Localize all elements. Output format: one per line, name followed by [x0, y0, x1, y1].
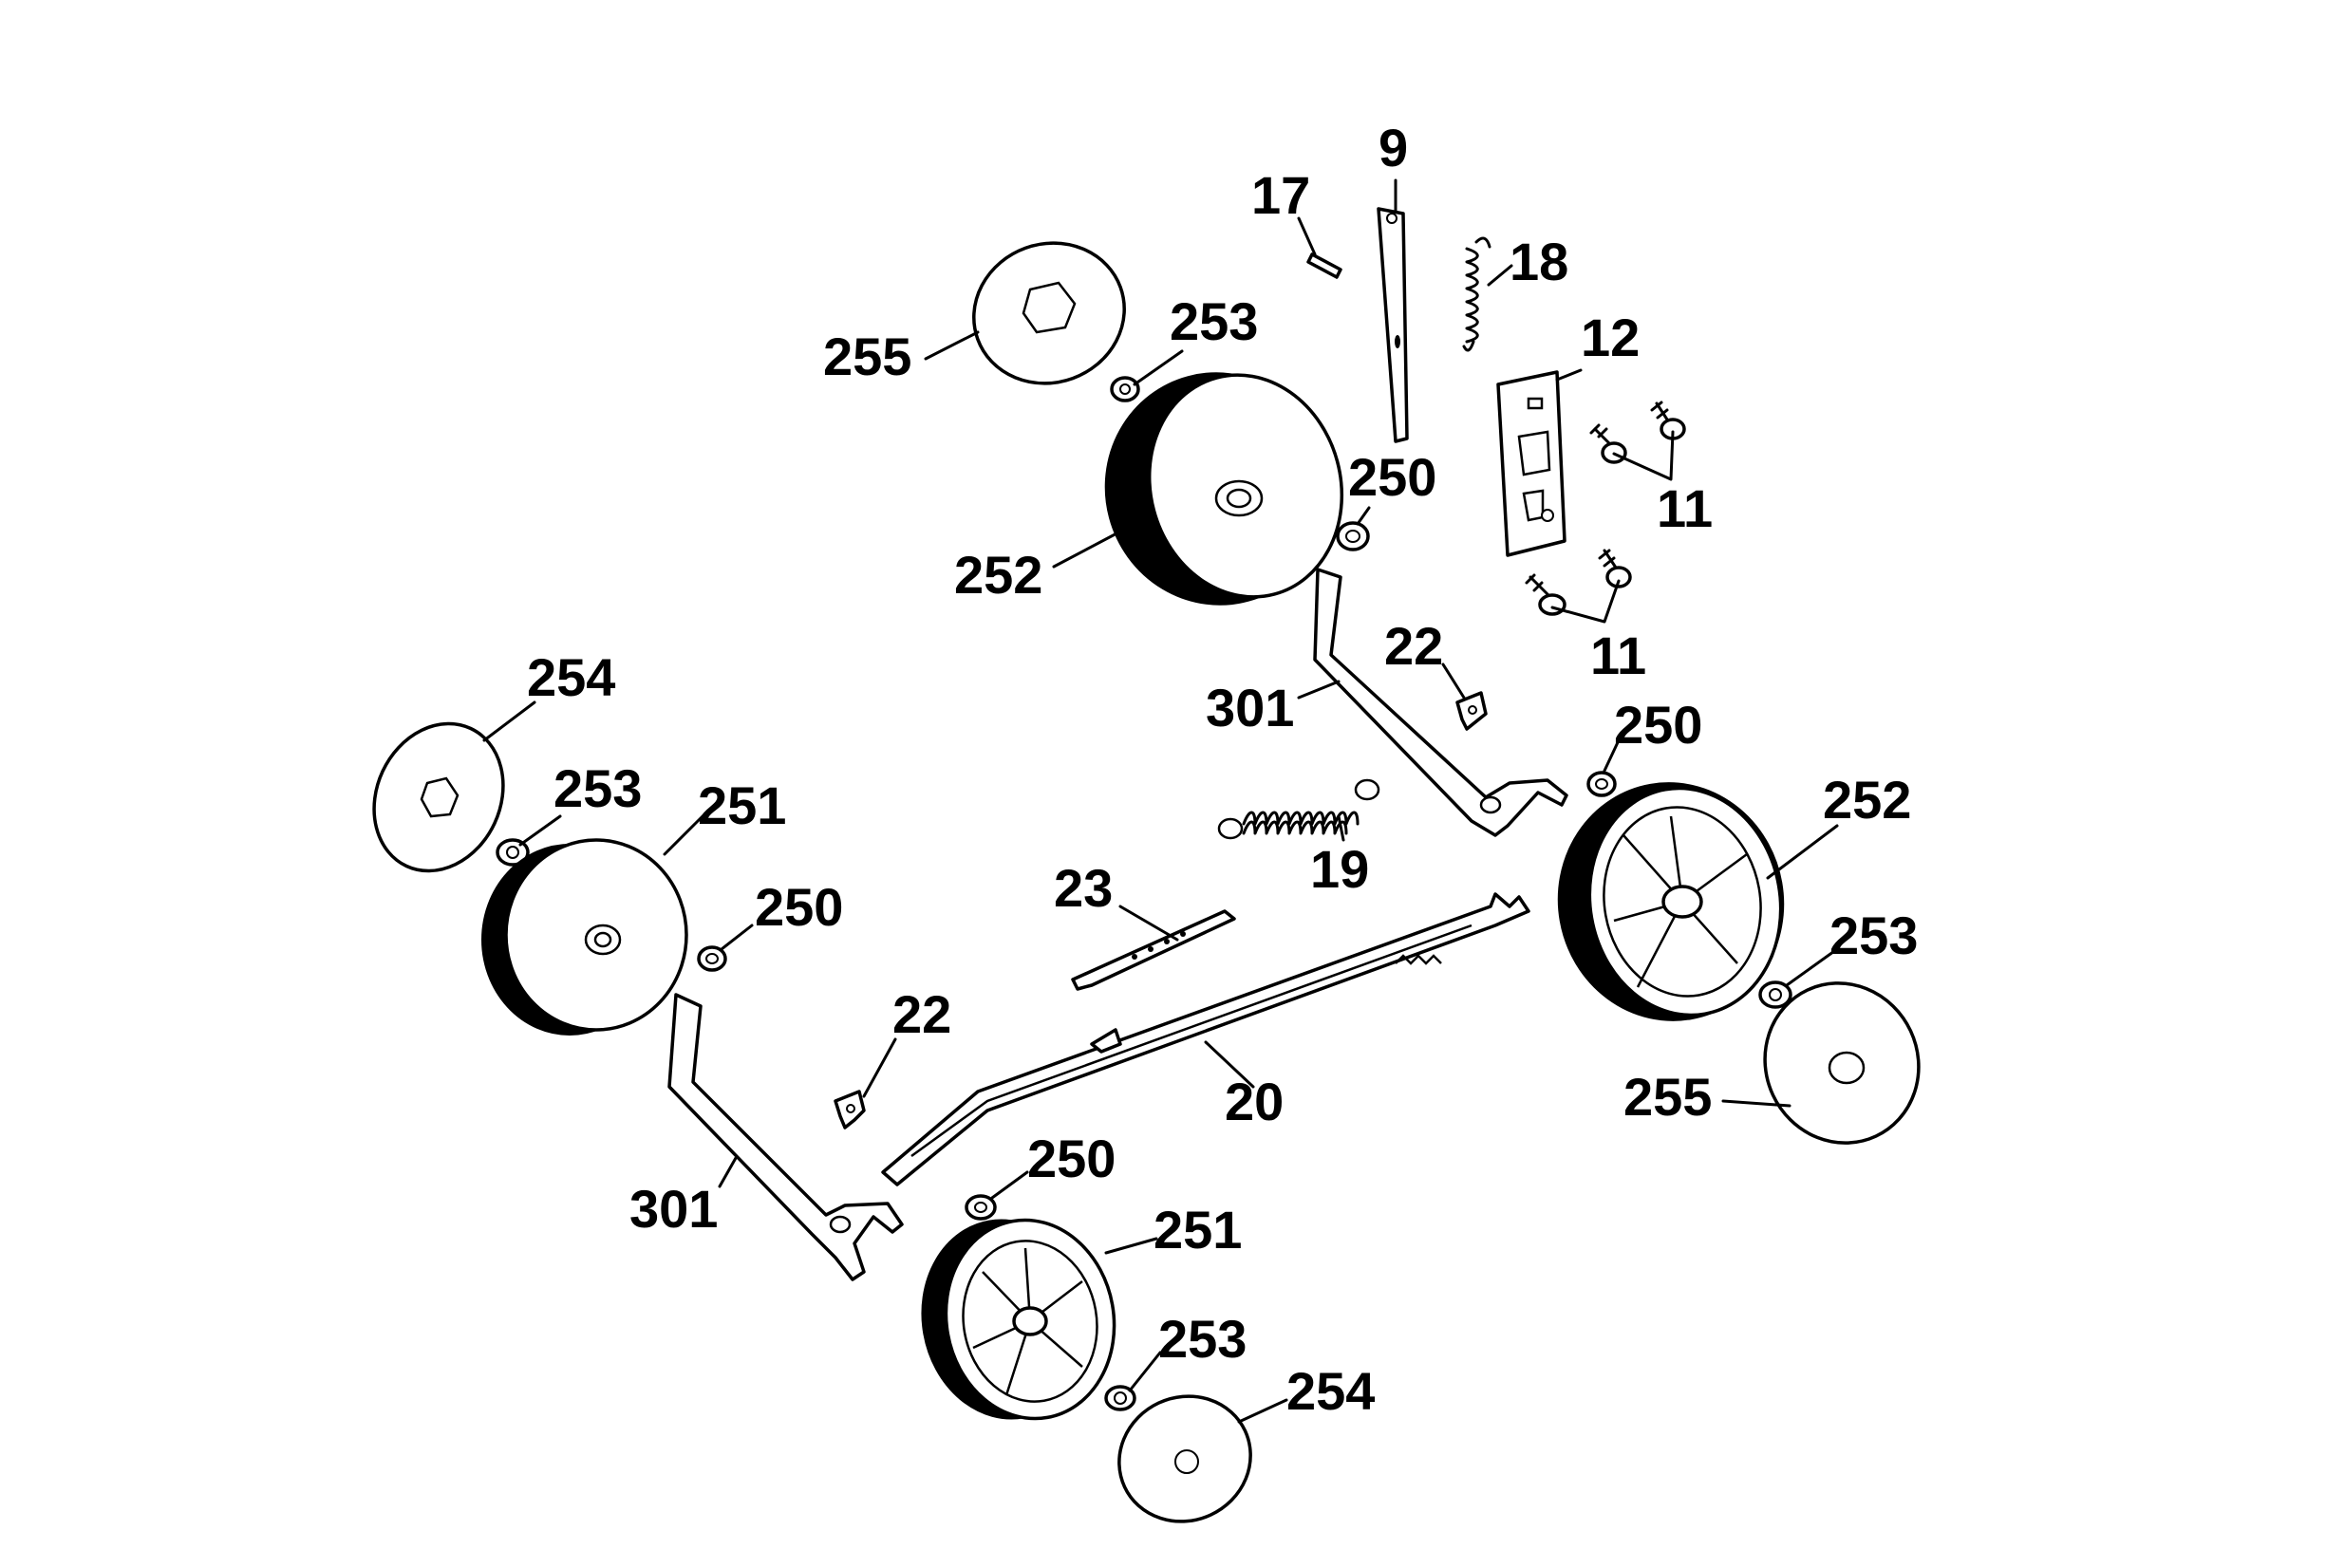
screw-11-b — [1650, 401, 1686, 440]
leader-253-top — [1133, 349, 1184, 386]
adjust-strip-23 — [1071, 909, 1236, 991]
leader-255-right — [1721, 1099, 1791, 1108]
callout-254-bottom: 254 — [1286, 1361, 1375, 1421]
leader-252-right — [1766, 824, 1839, 880]
tension-spring-19 — [1217, 778, 1380, 840]
wheel-252-right — [1557, 782, 1785, 1021]
callout-11-upper: 11 — [1657, 478, 1713, 538]
hub-cap-254-left — [372, 721, 505, 873]
washer-253-bottom — [1104, 1385, 1136, 1411]
leader-12 — [1555, 368, 1583, 382]
pin-17 — [1306, 252, 1342, 279]
leader-253-left — [518, 814, 562, 847]
leader-254-bottom — [1237, 1398, 1288, 1424]
spring-18 — [1462, 236, 1491, 352]
callout-252-top: 252 — [954, 545, 1042, 605]
callout-301-right: 301 — [1206, 678, 1294, 737]
callout-255-top: 255 — [823, 327, 911, 386]
hub-cap-255-top — [972, 241, 1126, 385]
hub-cap-255-right — [1763, 981, 1921, 1145]
callout-11-lower: 11 — [1590, 625, 1646, 685]
leader-11b — [1550, 579, 1621, 624]
leader-301-right — [1297, 680, 1341, 700]
leader-255-top — [924, 330, 980, 361]
callout-250-bottom: 250 — [1027, 1129, 1116, 1188]
bracket-bar-9 — [1377, 207, 1409, 443]
screw-11-d — [1598, 549, 1632, 588]
callout-23: 23 — [1054, 858, 1113, 918]
washer-250-top — [1336, 521, 1370, 551]
leader-20 — [1204, 1040, 1255, 1089]
washer-253-top — [1110, 376, 1140, 402]
wheel-251-left — [481, 838, 688, 1036]
leader-lines — [482, 178, 1839, 1424]
callout-254-left: 254 — [527, 647, 615, 707]
leader-22-right — [1441, 663, 1466, 700]
wheel-251-bottom — [921, 1218, 1116, 1421]
leader-251-left — [663, 814, 704, 856]
washer-250-right — [1586, 771, 1617, 797]
leader-250-bottom — [990, 1170, 1029, 1200]
callout-250-right: 250 — [1614, 695, 1702, 755]
leader-251-bottom — [1104, 1237, 1158, 1255]
leader-11a — [1612, 430, 1675, 481]
leader-250-top — [1356, 506, 1371, 526]
callout-17: 17 — [1251, 165, 1310, 225]
clip-22-right — [1455, 691, 1488, 731]
callout-253-left: 253 — [553, 758, 642, 818]
callout-253-right: 253 — [1829, 905, 1918, 965]
callout-252-right: 252 — [1823, 770, 1911, 830]
washer-253-right — [1758, 980, 1792, 1009]
leader-250-left — [720, 924, 754, 951]
callout-22-right: 22 — [1384, 616, 1443, 676]
callout-250-left: 250 — [755, 877, 843, 937]
callout-253-top: 253 — [1170, 291, 1258, 351]
leader-252-top — [1052, 530, 1122, 569]
callout-250-top: 250 — [1348, 447, 1436, 507]
leader-253-right — [1785, 947, 1839, 987]
mounting-plate-12 — [1496, 370, 1566, 557]
callout-labels: 9 17 18 12 11 11 255 253 250 252 22 301 … — [527, 118, 1918, 1421]
leader-18 — [1487, 264, 1513, 287]
leader-301-left — [718, 1156, 738, 1188]
callout-9: 9 — [1379, 118, 1408, 177]
callout-253-bottom: 253 — [1158, 1309, 1247, 1369]
height-adjust-bar-20 — [881, 892, 1530, 1186]
washer-250-bottom — [965, 1194, 997, 1221]
washer-250-left — [697, 945, 727, 972]
clip-22-left — [834, 1090, 866, 1129]
leader-253-bottom — [1128, 1351, 1162, 1392]
callout-20: 20 — [1225, 1072, 1284, 1131]
hub-cap-254-bottom — [1117, 1394, 1252, 1523]
callout-301-left: 301 — [629, 1179, 718, 1239]
callout-12: 12 — [1581, 308, 1640, 367]
leader-19 — [1337, 814, 1345, 842]
axle-lever-301-right — [1313, 568, 1568, 837]
wheel-252-top — [1104, 372, 1344, 606]
leader-22-left — [862, 1037, 897, 1098]
callout-19: 19 — [1310, 839, 1369, 899]
callout-251-bottom: 251 — [1154, 1200, 1242, 1260]
leader-254-left — [482, 700, 536, 742]
leader-23 — [1118, 905, 1179, 942]
callout-255-right: 255 — [1623, 1067, 1712, 1127]
callout-251-left: 251 — [698, 775, 786, 835]
leader-250-right — [1603, 738, 1621, 773]
axle-lever-301-left — [667, 993, 904, 1281]
callout-18: 18 — [1510, 232, 1568, 291]
leader-17 — [1297, 216, 1317, 256]
callout-22-left: 22 — [892, 984, 951, 1044]
